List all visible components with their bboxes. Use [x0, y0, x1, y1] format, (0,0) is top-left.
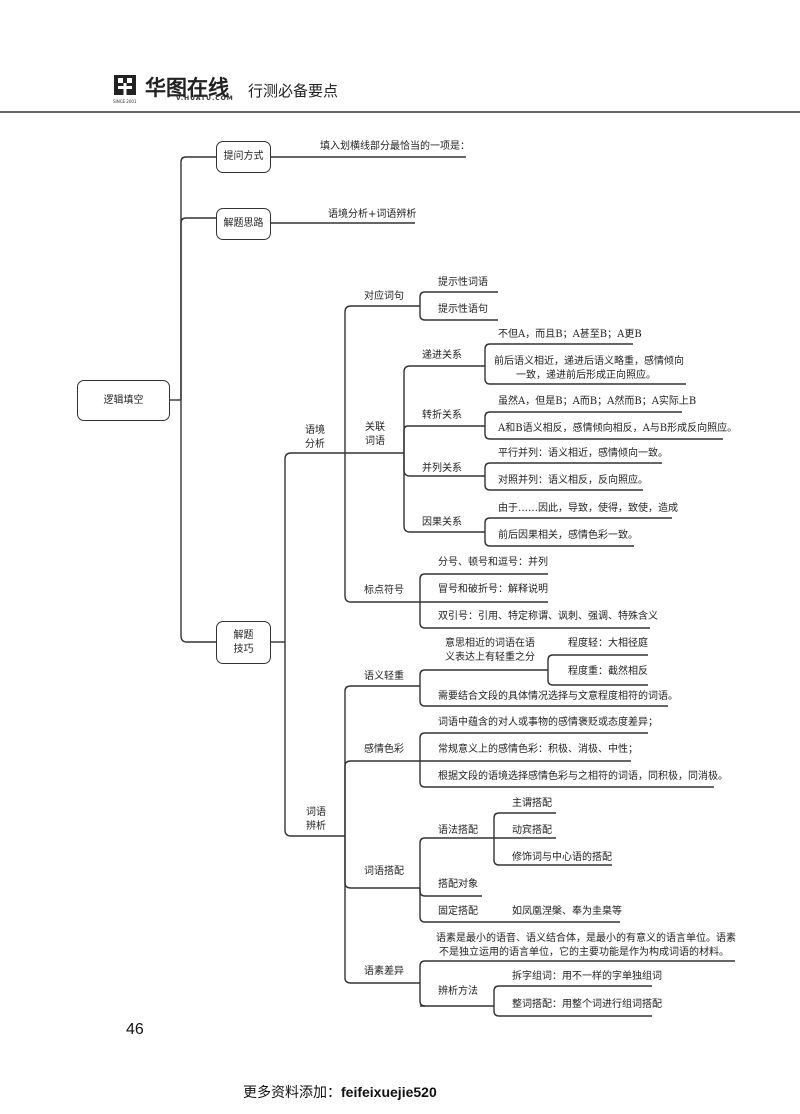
- leaf-punct-quotes: 双引号：引用、特定称谓、讽刺、强调、特殊含义: [438, 611, 658, 622]
- node-context-analysis: 语境分析: [305, 425, 325, 450]
- brand-name: 华图在线: [145, 76, 229, 100]
- leaf-adversative-markers: 虽然A，但是B；A而B；A然而B；A实际上B: [498, 396, 697, 407]
- leaf-verb-object: 动宾搭配: [512, 825, 552, 836]
- brand-url: V.HUATU.COM: [176, 95, 234, 102]
- leaf-degree-heavy: 程度重：截然相反: [568, 666, 648, 677]
- page-header: SINCE 2001 华图在线 V.HUATU.COM 行测必备要点: [0, 0, 800, 113]
- node-collocation: 词语搭配: [364, 866, 404, 877]
- node-question-form: 提问方式: [216, 141, 271, 173]
- node-word-analysis: 词语辨析: [306, 807, 326, 832]
- node-causal: 因果关系: [422, 517, 462, 528]
- node-progressive: 递进关系: [422, 350, 462, 361]
- node-techniques: 解题 技巧: [216, 621, 271, 664]
- footer-promo: 更多资料添加：feifeixuejie520: [243, 1082, 437, 1102]
- leaf-emotion-choose: 根据文段的语境选择感情色彩与之相符的词语，同积极，同消极。: [438, 771, 728, 782]
- leaf-subject-predicate: 主谓搭配: [512, 798, 552, 809]
- document-title: 行测必备要点: [248, 82, 339, 100]
- leaf-parallel-similar: 平行并列：语义相近，感情倾向一致。: [498, 448, 668, 459]
- node-collocation-object: 搭配对象: [438, 879, 478, 890]
- leaf-weight-note: 需要结合文段的具体情况选择与文意程度相符的词语。: [438, 691, 678, 702]
- leaf-progressive-meaning: 前后语义相近，递进后语义略重，感情倾向一致，递进前后形成正向照应。: [494, 356, 684, 381]
- text-approach: 语境分析+词语辨析: [328, 209, 417, 220]
- leaf-adversative-meaning: A和B语义相反，感情倾向相反，A与B形成反向照应。: [498, 423, 738, 434]
- promo-id: feifeixuejie520: [341, 1084, 437, 1100]
- leaf-fixed-example: 如凤凰涅槃、奉为圭臬等: [512, 906, 622, 917]
- node-emotion: 感情色彩: [364, 744, 404, 755]
- leaf-degree-light: 程度轻：大相径庭: [568, 638, 648, 649]
- leaf-hint-sentences: 提示性语句: [438, 304, 488, 315]
- header-divider: [0, 111, 800, 113]
- node-fixed-collocation: 固定搭配: [438, 906, 478, 917]
- node-adversative: 转折关系: [422, 410, 462, 421]
- node-approach: 解题思路: [216, 208, 271, 240]
- leaf-emotion-def: 词语中蕴含的对人或事物的感情褒贬或态度差异；: [438, 717, 658, 728]
- node-morpheme: 语素差异: [364, 966, 404, 977]
- node-analysis-method: 辨析方法: [438, 986, 478, 997]
- node-corresponding-words: 对应词句: [364, 291, 404, 302]
- leaf-punct-colon: 冒号和破折号：解释说明: [438, 584, 548, 595]
- huatu-logo-icon: [114, 75, 136, 95]
- leaf-hint-words: 提示性词语: [438, 277, 488, 288]
- leaf-punct-semicolon: 分号、顿号和逗号：并列: [438, 557, 548, 568]
- leaf-modifier-head: 修饰词与中心语的搭配: [512, 852, 612, 863]
- node-parallel: 并列关系: [422, 463, 462, 474]
- leaf-split-chars: 拆字组词：用不一样的字单独组词: [512, 971, 662, 982]
- leaf-causal-markers: 由于……因此，导致，使得，致使，造成: [498, 503, 678, 514]
- brand-since: SINCE 2001: [113, 99, 137, 104]
- node-punctuation: 标点符号: [364, 585, 404, 596]
- node-conjunctions: 关联词语: [365, 422, 385, 447]
- leaf-morpheme-def: 语素是最小的语音、语义结合体，是最小的有意义的语言单位。语素不是独立运用的语言单…: [436, 933, 736, 958]
- text-question-form: 填入划横线部分最恰当的一项是：: [320, 141, 470, 152]
- leaf-whole-word: 整词搭配：用整个词进行组词搭配: [512, 999, 662, 1010]
- leaf-emotion-types: 常规意义上的感情色彩：积极、消极、中性；: [438, 744, 638, 755]
- page-number: 46: [126, 1021, 144, 1038]
- promo-label: 更多资料添加：: [243, 1085, 341, 1101]
- node-grammar-collocation: 语法搭配: [438, 825, 478, 836]
- leaf-weight-desc: 意思相近的词语在语义表达上有轻重之分: [445, 638, 535, 663]
- node-semantic-weight: 语义轻重: [364, 671, 404, 682]
- leaf-parallel-contrast: 对照并列：语义相反，反向照应。: [498, 475, 648, 486]
- root-node-logic-fill: 逻辑填空: [77, 380, 170, 421]
- leaf-progressive-markers: 不但A，而且B；A甚至B；A更B: [498, 329, 642, 340]
- leaf-causal-meaning: 前后因果相关，感情色彩一致。: [498, 530, 638, 541]
